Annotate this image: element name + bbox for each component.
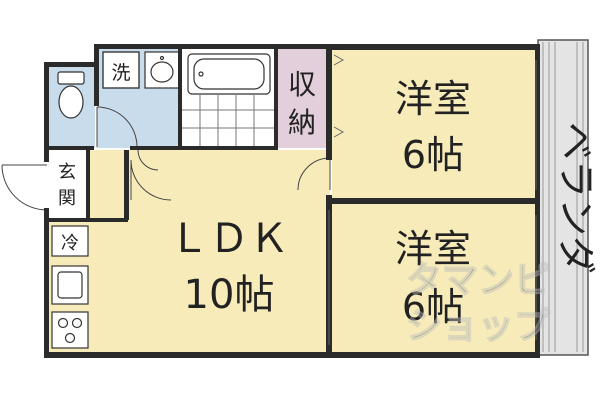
toilet-icon: [57, 71, 85, 119]
laundry-label: 洗: [111, 62, 130, 84]
watermark-line2: ショップ: [406, 306, 550, 347]
storage-floor: [277, 47, 330, 148]
western-room-bottom-floor: [332, 203, 537, 353]
bathroom-tiles: [182, 95, 275, 148]
entrance-floor: [48, 150, 88, 220]
storage-label-line1: 収: [288, 68, 316, 101]
storage-label-line2: 納: [288, 106, 316, 139]
watermark-line1: タマンピ: [406, 260, 550, 301]
stove-icon: [51, 311, 89, 349]
sliding-door-markers: [328, 54, 537, 345]
fridge-label: 冷: [61, 233, 79, 254]
ldk-label-line1: ＬＤＫ: [169, 216, 289, 262]
ldk-floor-entry-strip: [90, 150, 130, 220]
kitchen-counter: [51, 225, 89, 305]
western-room-bottom-label-line1: 洋室: [395, 227, 471, 271]
washbasin-icon: [144, 51, 180, 89]
veranda-label: ベランダ: [554, 122, 598, 274]
western-room-top-label-line2: 6帖: [402, 133, 464, 177]
walls: [44, 44, 540, 358]
entrance-label-line2: 関: [58, 188, 76, 209]
bathtub-icon: [187, 53, 271, 95]
western-room-top-label-line1: 洋室: [395, 77, 471, 121]
ldk-label-line2: 10帖: [184, 272, 275, 318]
ldk-floor: [128, 150, 330, 353]
door-swings: [1, 106, 331, 211]
western-room-bottom-label-line2: 6帖: [402, 285, 464, 329]
watermark-logo: タマンピ ショップ: [405, 259, 551, 348]
veranda-floor: [538, 40, 588, 355]
entrance-label-line1: 玄: [58, 162, 76, 183]
western-room-top-floor: [332, 50, 537, 200]
